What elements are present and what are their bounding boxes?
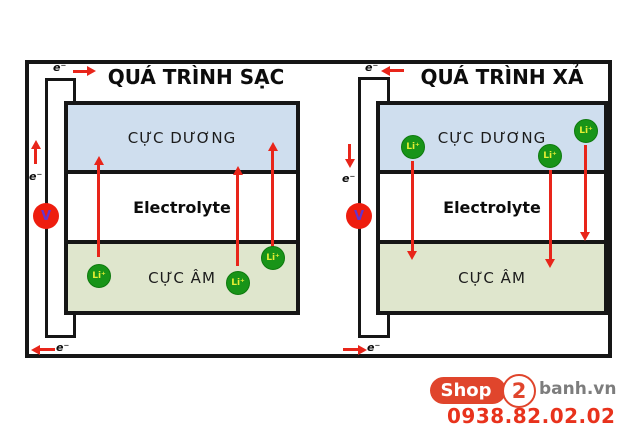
arrow-line — [549, 170, 552, 260]
arrow-down-icon — [580, 232, 590, 241]
arrow-line — [39, 348, 55, 351]
voltmeter: V — [33, 203, 59, 229]
discharge-battery: CỰC DƯƠNG Electrolyte CỰC ÂM — [376, 101, 608, 315]
charge-battery: CỰC DƯƠNG Electrolyte CỰC ÂM — [64, 101, 300, 315]
arrow-line — [343, 348, 359, 351]
lithium-ion-label: Li⁺ — [543, 151, 557, 161]
discharge-title: QUÁ TRÌNH XẢ — [420, 65, 584, 89]
charge-title: QUÁ TRÌNH SẠC — [107, 65, 285, 89]
lithium-ion: Li⁺ — [87, 264, 111, 288]
arrow-line — [34, 148, 37, 164]
positive-electrode-label: CỰC DƯƠNG — [437, 128, 547, 147]
lithium-ion: Li⁺ — [401, 135, 425, 159]
electrolyte-layer: Electrolyte — [380, 174, 604, 244]
lithium-ion-label: Li⁺ — [579, 126, 593, 136]
arrow-line — [389, 69, 404, 72]
arrow-up-icon — [94, 156, 104, 165]
logo-shop-badge: Shop — [430, 377, 506, 404]
negative-electrode-label: CỰC ÂM — [148, 268, 216, 287]
logo-shop-text: Shop — [440, 380, 492, 401]
electrolyte-layer: Electrolyte — [68, 174, 296, 244]
electron-label: e⁻ — [342, 172, 356, 185]
positive-electrode: CỰC DƯƠNG — [380, 105, 604, 174]
lithium-ion-label: Li⁺ — [406, 142, 420, 152]
lithium-ion: Li⁺ — [226, 271, 250, 295]
arrow-line — [348, 144, 351, 160]
electrolyte-label: Electrolyte — [133, 197, 231, 217]
arrow-line — [73, 70, 88, 73]
logo-domain-text: banh.vn — [539, 379, 617, 399]
arrow-line — [236, 174, 239, 266]
negative-electrode-label: CỰC ÂM — [458, 268, 526, 287]
positive-electrode: CỰC DƯƠNG — [68, 105, 296, 174]
lithium-ion: Li⁺ — [574, 119, 598, 143]
lithium-ion-label: Li⁺ — [92, 271, 106, 281]
arrow-up-icon — [31, 140, 41, 149]
electron-label: e⁻ — [365, 61, 379, 74]
arrow-right-icon — [87, 66, 96, 76]
lithium-ion: Li⁺ — [538, 144, 562, 168]
arrow-left-icon — [381, 66, 390, 76]
voltmeter-label: V — [353, 208, 365, 224]
arrow-left-icon — [31, 345, 40, 355]
voltmeter: V — [346, 203, 372, 229]
positive-electrode-label: CỰC DƯƠNG — [127, 128, 237, 147]
lithium-ion-label: Li⁺ — [266, 253, 280, 263]
logo-2-circle: 2 — [502, 374, 536, 408]
electron-label: e⁻ — [29, 170, 43, 183]
arrow-down-icon — [345, 159, 355, 168]
phone-number: 0938.82.02.02 — [447, 404, 616, 428]
logo-2-text: 2 — [511, 379, 527, 403]
lithium-ion-label: Li⁺ — [231, 278, 245, 288]
arrow-right-icon — [358, 345, 367, 355]
voltmeter-label: V — [40, 208, 52, 224]
arrow-down-icon — [407, 251, 417, 260]
arrow-line — [271, 150, 274, 248]
arrow-up-icon — [233, 166, 243, 175]
arrow-line — [584, 145, 587, 233]
arrow-up-icon — [268, 142, 278, 151]
electron-label: e⁻ — [53, 61, 67, 74]
electrolyte-label: Electrolyte — [443, 197, 541, 217]
arrow-line — [411, 161, 414, 252]
arrow-down-icon — [545, 259, 555, 268]
electron-label: e⁻ — [367, 341, 381, 354]
lithium-ion: Li⁺ — [261, 246, 285, 270]
negative-electrode: CỰC ÂM — [380, 244, 604, 311]
outer-frame — [25, 60, 612, 358]
arrow-line — [97, 164, 100, 257]
electron-label: e⁻ — [56, 341, 70, 354]
